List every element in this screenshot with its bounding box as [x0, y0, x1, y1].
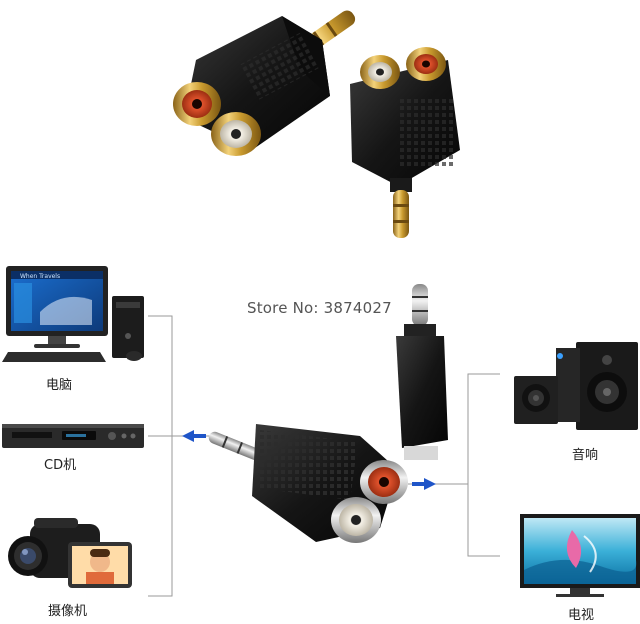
device-label-cd-player: CD机	[44, 458, 77, 473]
signal-arrow-right	[412, 478, 436, 490]
cd-player-illustration	[2, 424, 144, 448]
signal-arrow-left	[182, 430, 206, 442]
vertical-plug-adapter	[396, 284, 448, 460]
camcorder-illustration	[8, 518, 132, 588]
speakers-illustration	[514, 342, 638, 430]
screen-text: When Travels	[20, 273, 60, 280]
device-label-tv: 电视	[568, 608, 595, 623]
top-adapter-right	[350, 47, 460, 238]
device-label-computer: 电脑	[46, 378, 73, 393]
device-label-speakers: 音响	[572, 448, 599, 463]
tv-illustration	[520, 514, 640, 597]
connection-lines	[148, 315, 500, 597]
center-splitter-adapter	[208, 424, 408, 543]
computer-illustration: When Travels	[2, 266, 144, 362]
top-adapter-left	[173, 10, 356, 156]
store-number-watermark: Store No: 3874027	[247, 299, 392, 317]
device-label-camcorder: 摄像机	[48, 604, 88, 619]
